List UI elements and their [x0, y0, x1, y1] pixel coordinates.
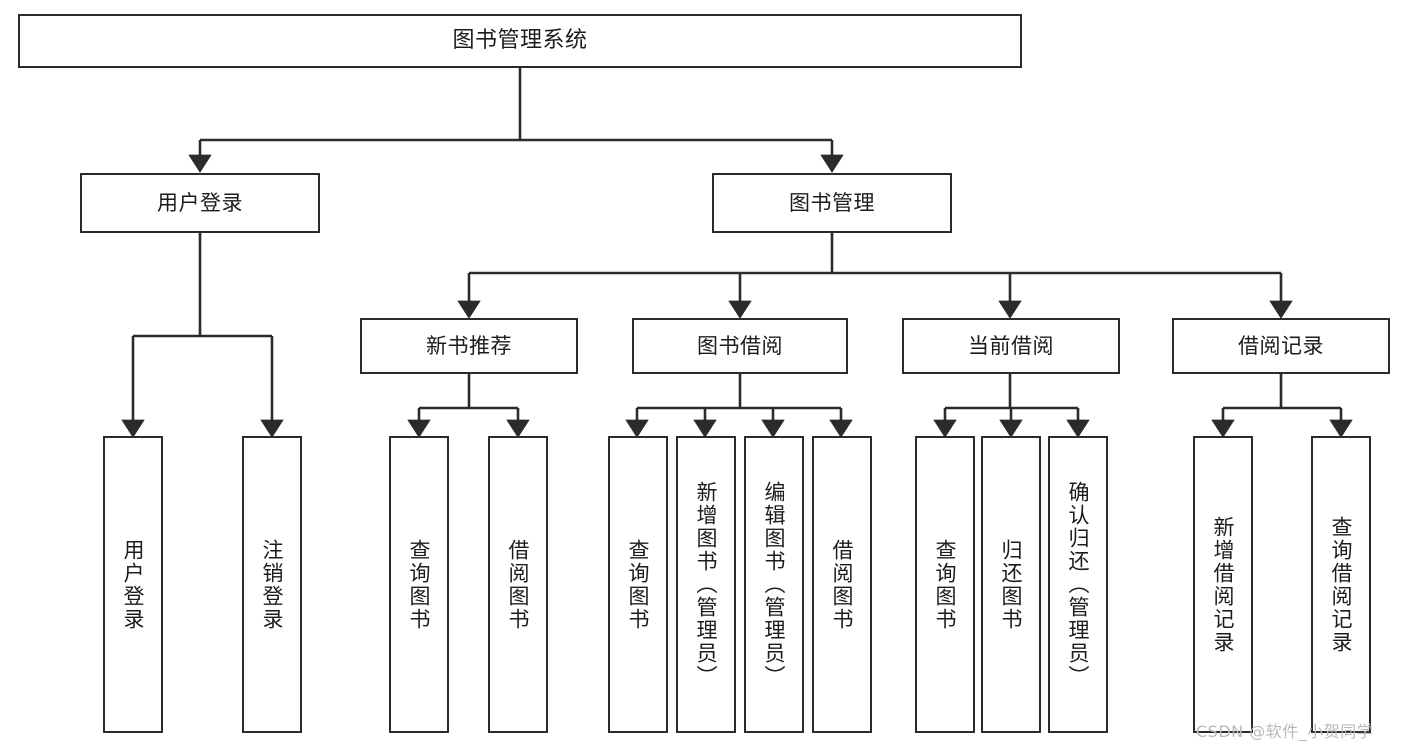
- leaf-current-borrow-query[interactable]: 查询图书: [915, 436, 975, 733]
- node-label: 注销登录: [260, 538, 285, 631]
- node-label: 查询借阅记录: [1329, 515, 1354, 654]
- leaf-user-login-logout[interactable]: 注销登录: [242, 436, 302, 733]
- node-label: 借阅图书: [506, 538, 531, 631]
- leaf-user-login-login[interactable]: 用户登录: [103, 436, 163, 733]
- node-label: 查询图书: [933, 538, 958, 631]
- leaf-book-borrow-borrow[interactable]: 借阅图书: [812, 436, 872, 733]
- node-current-borrow[interactable]: 当前借阅: [902, 318, 1120, 374]
- leaf-current-borrow-confirm-return[interactable]: 确认归还（管理员）: [1048, 436, 1108, 733]
- node-borrow-record[interactable]: 借阅记录: [1172, 318, 1390, 374]
- leaf-new-book-query[interactable]: 查询图书: [389, 436, 449, 733]
- node-label: 借阅图书: [830, 538, 855, 631]
- leaf-borrow-record-query[interactable]: 查询借阅记录: [1311, 436, 1371, 733]
- node-label: 图书管理: [789, 190, 875, 215]
- node-label: 用户登录: [121, 538, 146, 631]
- node-label: 查询图书: [407, 538, 432, 631]
- leaf-book-borrow-add[interactable]: 新增图书（管理员）: [676, 436, 736, 733]
- node-label: 借阅记录: [1238, 333, 1324, 358]
- node-label: 新增图书（管理员）: [694, 481, 719, 688]
- node-label: 确认归还（管理员）: [1066, 481, 1091, 688]
- leaf-book-borrow-edit[interactable]: 编辑图书（管理员）: [744, 436, 804, 733]
- node-label: 查询图书: [626, 538, 651, 631]
- node-new-book-recommend[interactable]: 新书推荐: [360, 318, 578, 374]
- node-label: 新书推荐: [426, 333, 512, 358]
- node-book-management[interactable]: 图书管理: [712, 173, 952, 233]
- node-label: 新增借阅记录: [1211, 515, 1236, 654]
- node-label: 编辑图书（管理员）: [762, 481, 787, 688]
- watermark-csdn: CSDN @软件_小贺同学: [1196, 722, 1374, 741]
- leaf-book-borrow-query[interactable]: 查询图书: [608, 436, 668, 733]
- leaf-current-borrow-return[interactable]: 归还图书: [981, 436, 1041, 733]
- node-root-system[interactable]: 图书管理系统: [18, 14, 1022, 68]
- node-label: 当前借阅: [968, 333, 1054, 358]
- node-user-login[interactable]: 用户登录: [80, 173, 320, 233]
- leaf-new-book-borrow[interactable]: 借阅图书: [488, 436, 548, 733]
- leaf-borrow-record-add[interactable]: 新增借阅记录: [1193, 436, 1253, 733]
- node-book-borrow[interactable]: 图书借阅: [632, 318, 848, 374]
- node-label: 用户登录: [157, 190, 243, 215]
- node-label: 图书管理系统: [452, 28, 588, 54]
- node-label: 归还图书: [999, 538, 1024, 631]
- node-label: 图书借阅: [697, 333, 783, 358]
